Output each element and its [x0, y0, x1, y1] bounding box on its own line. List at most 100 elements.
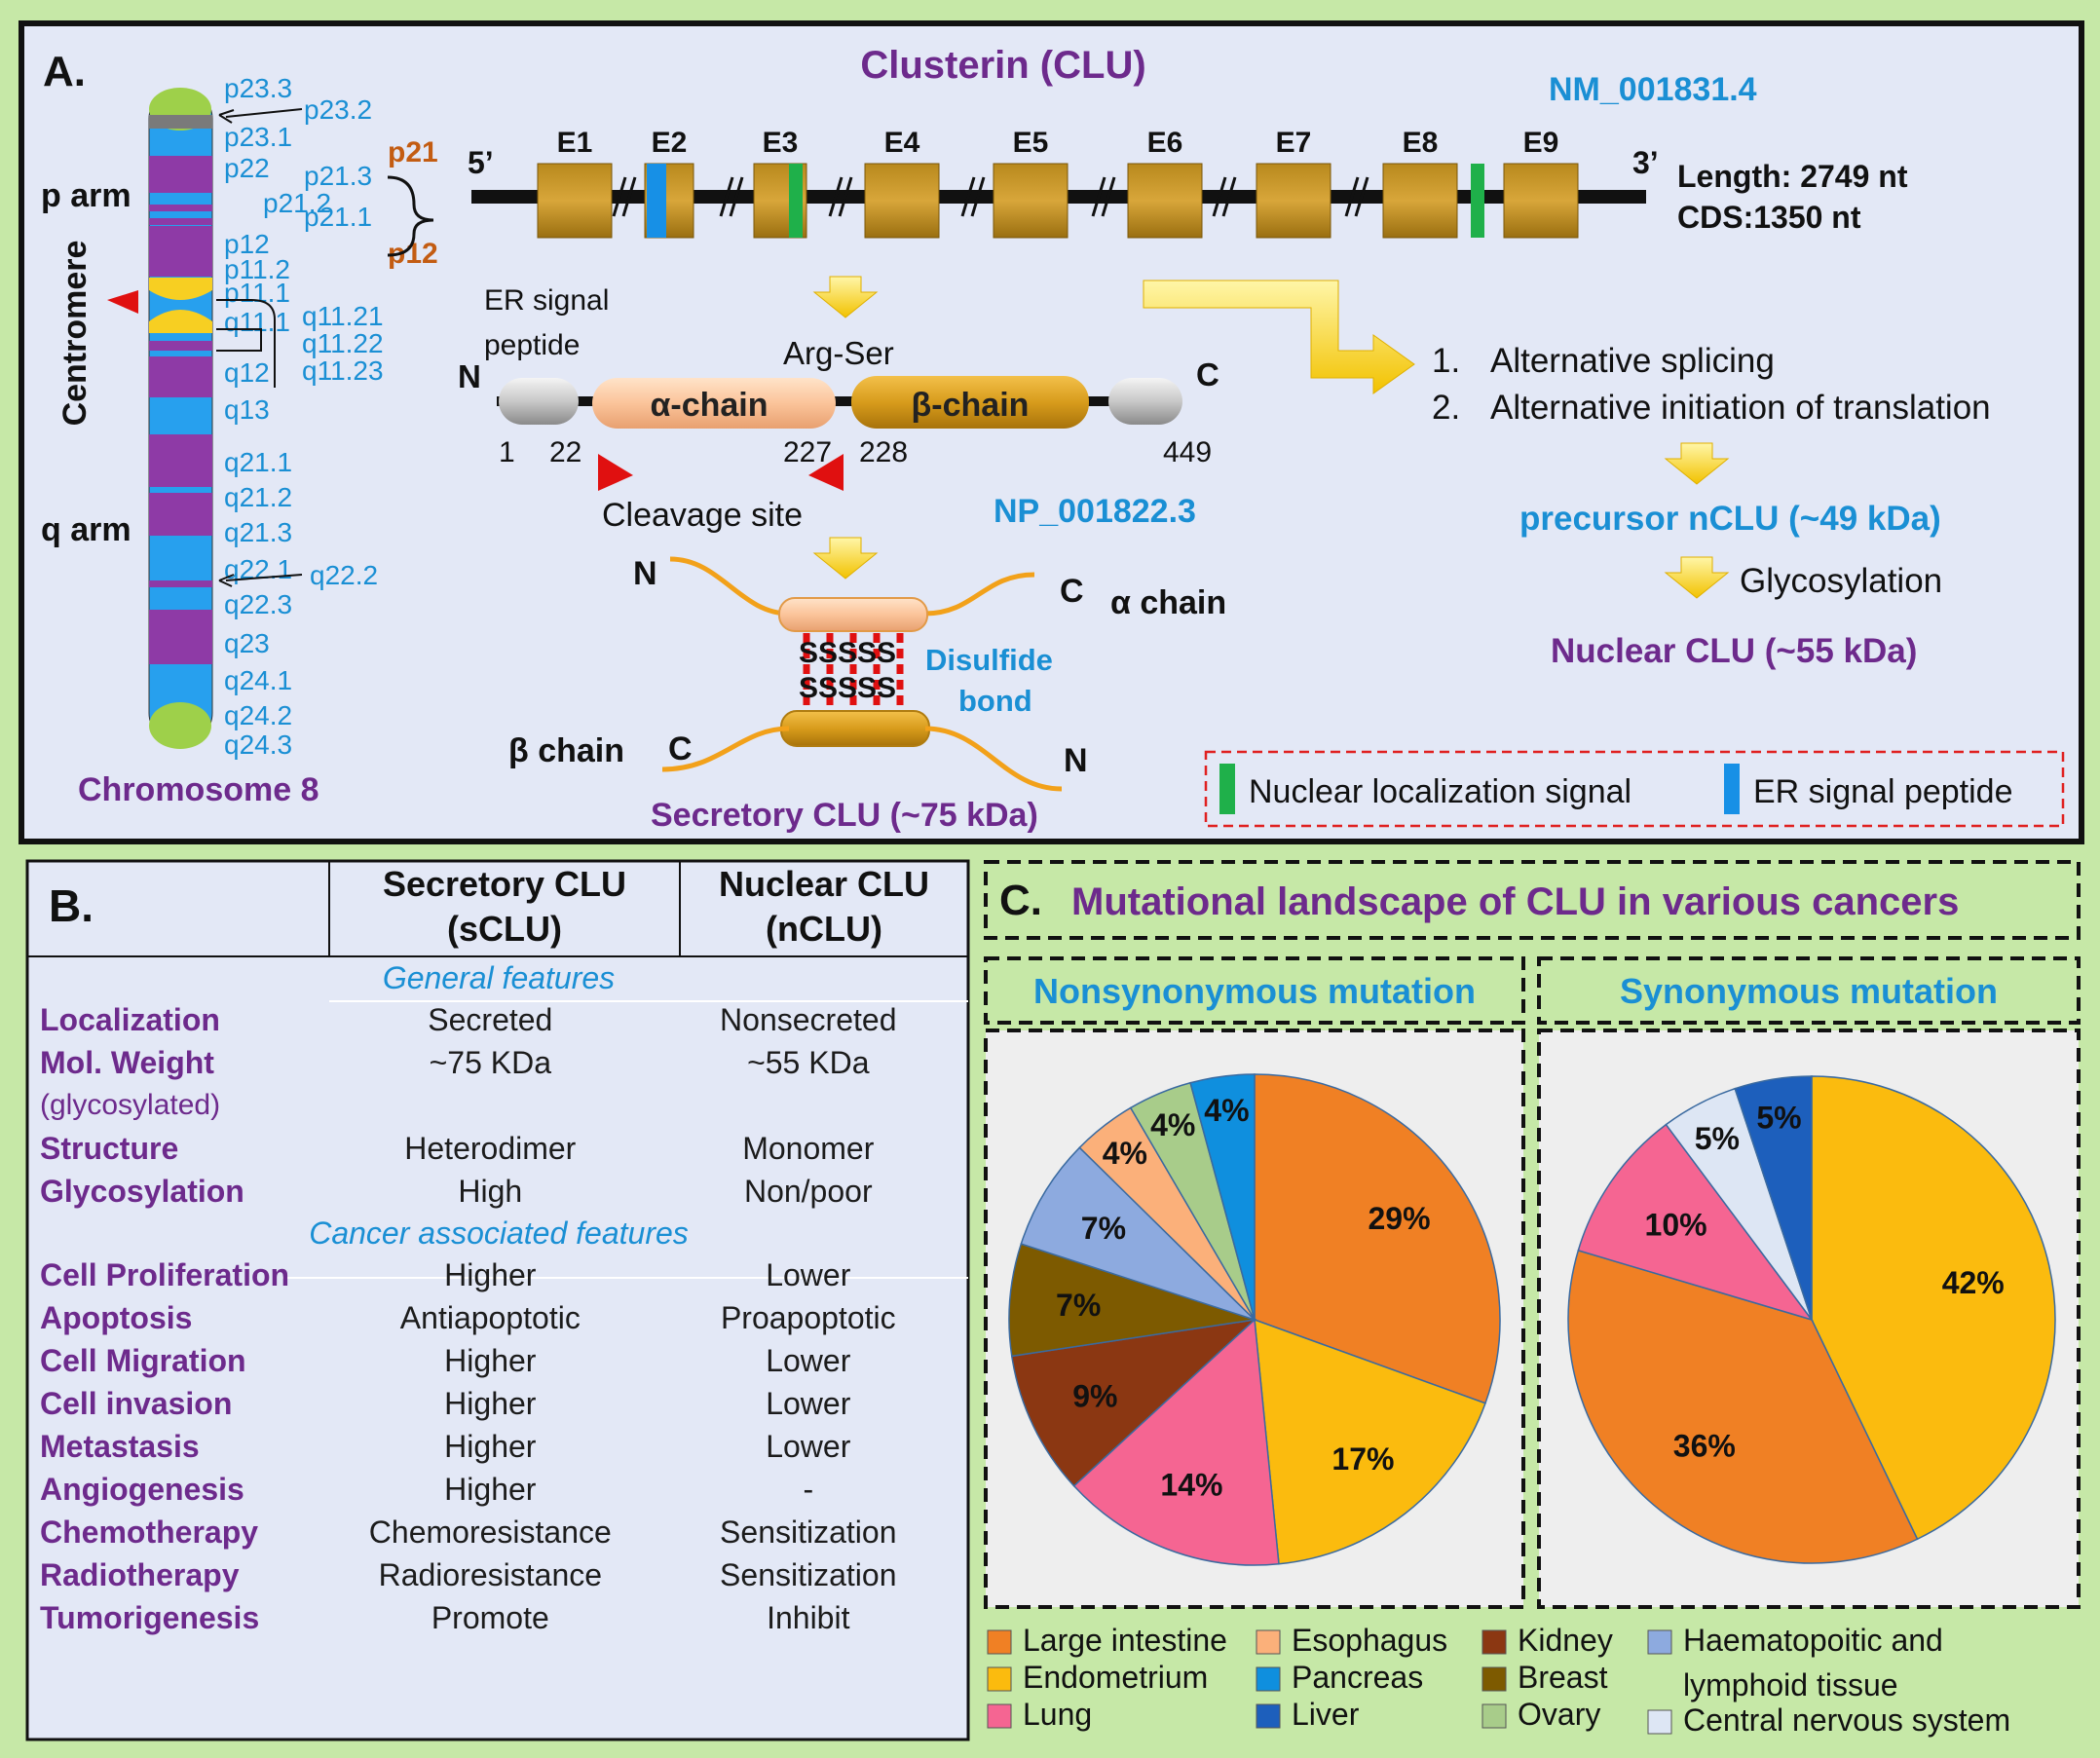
pie-slice [1010, 1318, 1257, 1487]
table-cell: Higher [444, 1256, 537, 1292]
nonsyn-chart-title: Nonsynonymous mutation [1033, 971, 1476, 1011]
band-label: q11.1 [224, 307, 290, 337]
table-cell: Tumorigenesis [40, 1599, 260, 1635]
cds-length: CDS:1350 nt [1677, 200, 1861, 235]
legend-swatch-icon [1647, 1629, 1672, 1655]
table-row: (glycosylated) [32, 1084, 965, 1127]
pie-slice [1189, 1073, 1256, 1321]
band-label: p23.3 [224, 73, 292, 103]
exon-block [1127, 163, 1203, 239]
exon-label: E7 [1276, 127, 1312, 159]
band-label: q24.1 [224, 665, 292, 695]
nuclear-clu-label: Nuclear CLU (~55 kDa) [1551, 632, 1917, 670]
table-cell: Higher [444, 1385, 537, 1421]
exon-block [864, 163, 940, 239]
cleavage-label: Cleavage site [602, 497, 803, 534]
disulfide-label-2: bond [958, 684, 1032, 718]
legend-swatch-icon [1481, 1703, 1507, 1729]
table-cell: Lower [766, 1385, 851, 1421]
alpha-chain-name: α chain [1110, 584, 1226, 621]
position-1: 1 [499, 436, 515, 468]
sulfur-row-1: SSSSS [799, 637, 896, 669]
band-label: p12 [224, 229, 270, 259]
pie-slice-label: 4% [1103, 1136, 1147, 1171]
beta-chain-label: β-chain [912, 387, 1030, 424]
step1-text: Alternative splicing [1490, 342, 1775, 380]
panel-c-label: C. [999, 877, 1042, 924]
nls-swatch-icon [1219, 764, 1235, 814]
table-cell: Localization [40, 1001, 220, 1037]
position-228: 228 [859, 436, 908, 468]
nonsyn-title-box [984, 956, 1525, 1025]
legend-entry: Liver [1292, 1697, 1360, 1732]
nls-legend-text: Nuclear localization signal [1249, 773, 1631, 810]
mrna-accession: NM_001831.4 [1549, 71, 1757, 108]
alpha-tail-c [924, 572, 1035, 617]
legend-entry: Large intestine [1023, 1623, 1227, 1658]
col-nuclear-line1: Nuclear CLU [719, 864, 929, 904]
band-label: p22 [224, 153, 270, 183]
three-prime-label: 3’ [1632, 145, 1659, 180]
pie-slice-label: 17% [1331, 1441, 1394, 1477]
pie-slice [1254, 1318, 1486, 1565]
cleavage-marker-icon-2 [808, 454, 844, 491]
exon-label: E9 [1523, 127, 1559, 159]
disulfide-bonds [803, 633, 904, 713]
table-cell: Sensitization [720, 1514, 897, 1550]
pie-slice-label: 5% [1695, 1121, 1740, 1156]
band-label-sub: q11.22 [302, 328, 384, 358]
centromere-marker-icon [107, 290, 138, 314]
table-cell: Lower [766, 1428, 851, 1464]
dimer-n-top: N [633, 555, 657, 592]
exon-block [1503, 163, 1579, 239]
legend-entry: Ovary [1518, 1697, 1600, 1732]
chromosome-band-labels: p23.3p23.1p22p12p11.2p11.1q11.1q12q13q21… [224, 73, 292, 760]
pie-slice [1020, 1146, 1256, 1321]
er-signal-mark [647, 164, 666, 238]
panel-c-title-box [984, 860, 2081, 940]
table-cell: Apoptosis [40, 1299, 193, 1335]
table-cell: ~55 KDa [747, 1044, 870, 1080]
table-cell [329, 1084, 651, 1127]
step1-number: 1. [1432, 342, 1460, 380]
flow-arrows [812, 276, 1730, 599]
table-cell: Antiapoptotic [399, 1299, 581, 1335]
pie-slice [1577, 1123, 1814, 1322]
table-cell: Inhibit [767, 1599, 850, 1635]
beta-tail-n [924, 726, 1063, 792]
table-cell: ~75 KDa [429, 1044, 552, 1080]
pie-slice-label: 4% [1150, 1107, 1195, 1142]
col-secretory-line2: (sCLU) [447, 909, 562, 949]
er-swatch-icon [1724, 764, 1740, 814]
panel-b-frame [25, 859, 970, 1741]
exon-block [1382, 163, 1458, 239]
legend-entry: Breast [1518, 1660, 1608, 1695]
table-cell: Chemoresistance [368, 1514, 612, 1550]
table-cell: Chemotherapy [40, 1514, 259, 1550]
step2-number: 2. [1432, 389, 1460, 427]
beta-tail-c [661, 726, 790, 772]
pie-slice-label: 7% [1056, 1288, 1101, 1323]
table-cell: Monomer [742, 1130, 875, 1166]
band-label: p23.1 [224, 122, 292, 152]
nls-mark [789, 164, 803, 238]
band-label-sub: q11.23 [302, 355, 384, 386]
legend-entry: Endometrium [1023, 1660, 1208, 1695]
legend-entry: Central nervous system [1683, 1702, 2010, 1738]
exon-label: E2 [652, 127, 688, 159]
legend-entry: lymphoid tissue [1683, 1667, 1898, 1702]
pie-slice [1008, 1243, 1256, 1358]
dimer-n-bottom: N [1064, 742, 1088, 779]
table-row: Chemotherapy Chemoresistance Sensitization [32, 1511, 965, 1553]
position-22: 22 [549, 436, 581, 468]
cleavage-marker-icon [598, 454, 633, 491]
position-449: 449 [1163, 436, 1212, 468]
band-label: p11.1 [224, 278, 290, 308]
er-signal-label-1: ER signal [484, 284, 609, 317]
exon-label: E4 [884, 127, 920, 159]
